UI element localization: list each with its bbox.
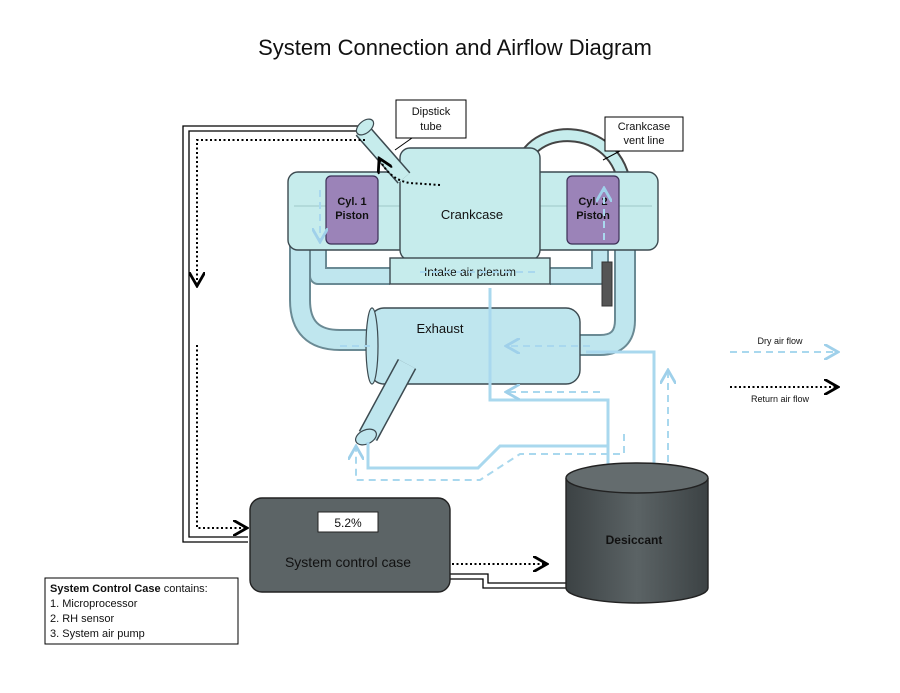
contents-heading-bold: System Control Case [50,583,161,595]
rh-display-value: 5.2% [334,516,362,530]
callout-vent-line: Crankcase vent line [602,116,684,161]
dipstick-callout-line1: Dipstick [412,106,451,118]
desiccant-label: Desiccant [606,533,663,547]
contents-heading: System Control Case contains: [50,583,208,595]
dipstick-tube [355,118,411,184]
dry-air-flow-dashes [320,190,668,481]
legend-dry-label: Dry air flow [757,336,803,346]
contents-heading-rest: contains: [161,583,208,595]
exhaust-label: Exhaust [417,321,464,336]
cylinder-1-piston: Cyl. 1 Piston [325,175,379,245]
cyl1-label-line2: Piston [335,210,369,222]
exhaust-runners [289,240,636,356]
return-hose [182,125,365,543]
crankcase: Crankcase [399,147,541,261]
contents-item: 2. RH sensor [50,613,115,625]
page-title: System Connection and Airflow Diagram [258,35,652,60]
legend-return-label: Return air flow [751,394,810,404]
control-case-label: System control case [285,554,411,570]
legend: Dry air flow Return air flow [730,336,836,404]
intake-runners [309,248,609,285]
cyl1-label-line1: Cyl. 1 [337,196,366,208]
case-to-desiccant-hose [450,573,568,589]
exhaust-muffler: Exhaust [355,307,581,446]
dry-air-flow-paths [366,288,656,470]
cyl2-label-line2: Piston [576,210,610,222]
system-control-case: 5.2% System control case [249,497,451,593]
cylinder-2-piston: Cyl. 2 Piston [566,175,620,245]
vent-callout-line2: vent line [624,135,665,147]
desiccant-canister: Desiccant [565,462,709,604]
vent-callout-line1: Crankcase [618,121,671,133]
contents-item: 3. System air pump [50,628,145,640]
contents-box: System Control Case contains: 1. Micropr… [44,577,239,645]
crankcase-label: Crankcase [441,207,503,222]
callout-dipstick: Dipstick tube [394,99,467,151]
dipstick-callout-line2: tube [420,121,441,133]
contents-item: 1. Microprocessor [50,598,138,610]
return-air-flow-paths [197,139,545,564]
rh-display [317,511,379,533]
